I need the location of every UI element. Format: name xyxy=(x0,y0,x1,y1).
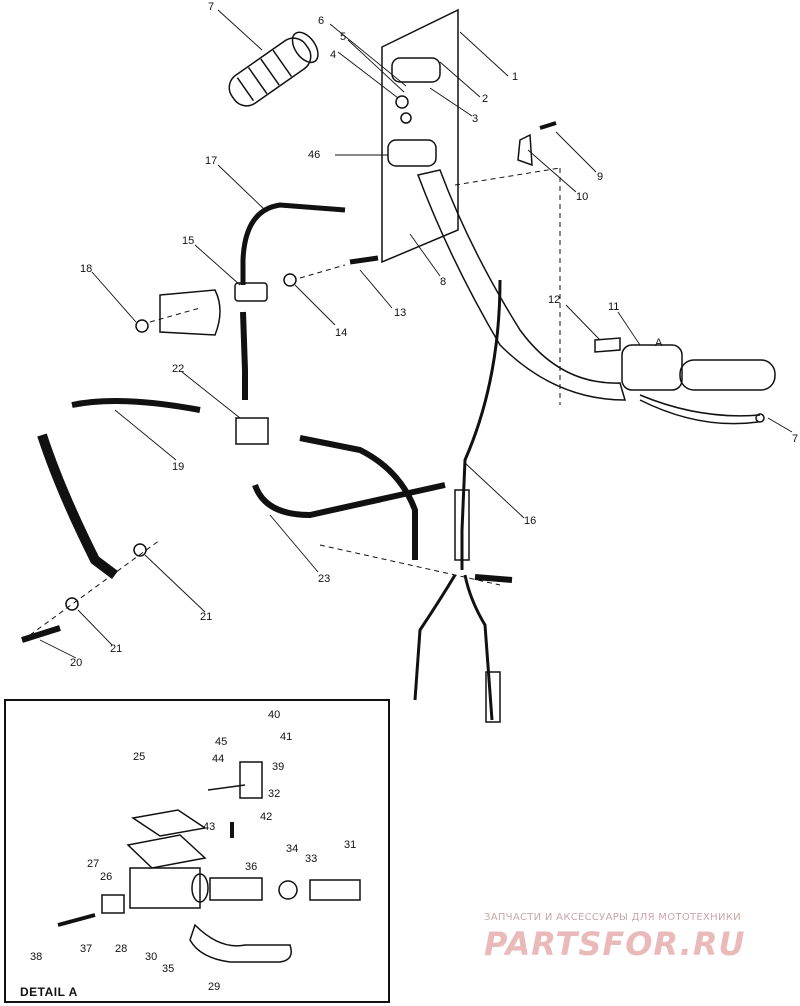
washer-21a xyxy=(133,543,147,557)
callout-17: 17 xyxy=(205,155,217,167)
callout-29: 29 xyxy=(208,981,220,993)
callout-41: 41 xyxy=(280,731,292,743)
junction-block-22 xyxy=(235,417,269,445)
callout-13: 13 xyxy=(394,307,406,319)
callout-21b: 21 xyxy=(110,643,122,655)
callout-7-right: 7 xyxy=(792,433,798,445)
callout-28: 28 xyxy=(115,943,127,955)
callout-20: 20 xyxy=(70,657,82,669)
callout-30: 30 xyxy=(145,951,157,963)
callout-10: 10 xyxy=(576,191,588,203)
callout-25: 25 xyxy=(133,751,145,763)
callout-26: 26 xyxy=(100,871,112,883)
brake-hose-right xyxy=(299,435,418,560)
callout-45: 45 xyxy=(215,736,227,748)
cable-split-left xyxy=(413,574,457,701)
callout-35: 35 xyxy=(162,963,174,975)
callout-12: 12 xyxy=(548,294,560,306)
callout-9: 9 xyxy=(597,171,603,183)
bolt-right xyxy=(474,574,513,583)
clamp-2 xyxy=(391,57,441,83)
detail-a-marker: A xyxy=(655,337,663,349)
callout-8: 8 xyxy=(440,276,446,288)
callout-36: 36 xyxy=(245,861,257,873)
callout-3: 3 xyxy=(472,113,478,125)
callout-34: 34 xyxy=(286,843,298,855)
watermark-logo: PARTSFOR.RU xyxy=(484,925,746,963)
brake-hose-19 xyxy=(71,398,201,413)
spring-hose-left xyxy=(37,433,118,579)
clamp-46 xyxy=(387,139,437,167)
callout-38: 38 xyxy=(30,951,42,963)
bolt-20 xyxy=(21,625,61,643)
callout-22: 22 xyxy=(172,363,184,375)
callout-44: 44 xyxy=(212,753,224,765)
callout-4: 4 xyxy=(330,49,336,61)
callout-16: 16 xyxy=(524,515,536,527)
callout-31: 31 xyxy=(344,839,356,851)
callout-15: 15 xyxy=(182,235,194,247)
callout-2: 2 xyxy=(482,93,488,105)
callout-11: 11 xyxy=(608,301,619,313)
throttle-cable xyxy=(460,279,502,570)
callout-39: 39 xyxy=(272,761,284,773)
callout-40: 40 xyxy=(268,709,280,721)
callout-18: 18 xyxy=(80,263,92,275)
mounting-bracket xyxy=(159,289,221,336)
callout-43: 43 xyxy=(203,821,215,833)
detail-a-assembly xyxy=(57,761,361,963)
hose-clamp-15 xyxy=(234,282,268,302)
callout-27: 27 xyxy=(87,858,99,870)
handlebar-tube xyxy=(416,169,627,401)
detail-a-label: DETAIL A xyxy=(20,985,78,999)
callout-46: 46 xyxy=(308,149,320,161)
mount-plate xyxy=(381,8,459,264)
callout-32: 32 xyxy=(268,788,280,800)
watermark-tagline: ЗАПЧАСТИ И АКСЕССУАРЫ ДЛЯ МОТОТЕХНИКИ xyxy=(484,912,741,923)
nut-18 xyxy=(135,319,149,333)
callout-42: 42 xyxy=(260,811,272,823)
brake-hose-17 xyxy=(240,202,346,285)
callout-23: 23 xyxy=(318,573,330,585)
callout-14: 14 xyxy=(335,327,347,339)
callout-37: 37 xyxy=(80,943,92,955)
washer-14 xyxy=(283,273,297,287)
callout-1: 1 xyxy=(512,71,518,83)
grip-left xyxy=(228,31,319,107)
callout-6: 6 xyxy=(318,15,324,27)
callout-5: 5 xyxy=(340,31,346,43)
watermark: ЗАПЧАСТИ И АКСЕССУАРЫ ДЛЯ МОТОТЕХНИКИ PA… xyxy=(484,912,794,963)
brake-hose-23 xyxy=(252,482,446,519)
bolt-13 xyxy=(349,255,379,265)
brake-line xyxy=(240,311,248,400)
detail-a-frame xyxy=(4,699,390,1003)
master-cylinder-housing xyxy=(621,344,776,425)
cable-split-right xyxy=(463,574,494,721)
callout-33: 33 xyxy=(305,853,317,865)
callout-19: 19 xyxy=(172,461,184,473)
washer-21b xyxy=(65,597,79,611)
callout-21a: 21 xyxy=(200,611,212,623)
callout-7-top: 7 xyxy=(208,1,214,13)
